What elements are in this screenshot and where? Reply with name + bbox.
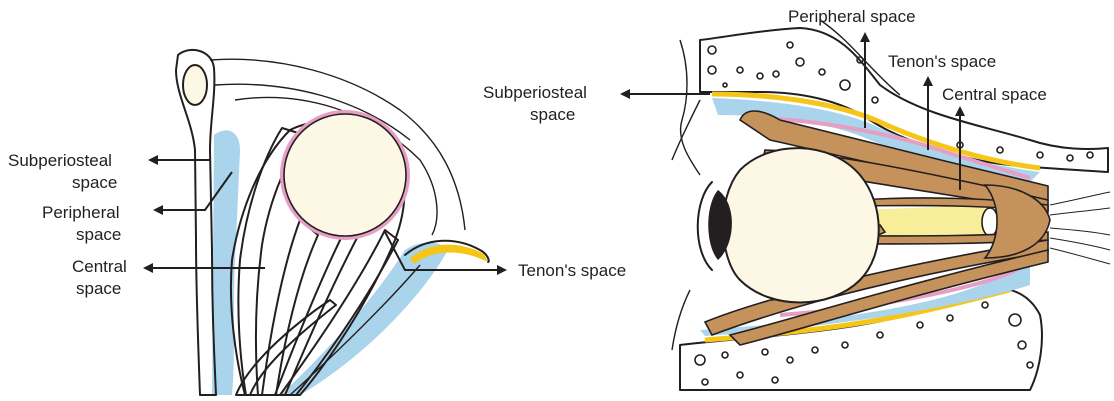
left-globe: [282, 112, 408, 238]
left-label-central: Central space: [72, 257, 265, 298]
right-globe: [723, 148, 879, 302]
left-label-subperiosteal-line1: Subperiosteal: [8, 151, 112, 170]
left-label-subperiosteal: Subperiosteal space: [8, 151, 210, 192]
left-label-peripheral-line2: space: [76, 225, 121, 244]
left-label-central-line1: Central: [72, 257, 127, 276]
left-label-subperiosteal-line2: space: [72, 173, 117, 192]
right-label-tenon-text: Tenon's space: [888, 52, 996, 71]
left-label-central-line2: space: [76, 279, 121, 298]
right-label-subperiosteal-line2: space: [530, 105, 575, 124]
left-orbit-illustration: [176, 50, 489, 395]
left-label-peripheral-line1: Peripheral: [42, 203, 120, 222]
right-label-central-text: Central space: [942, 85, 1047, 104]
right-orbit-illustration: [672, 20, 1110, 390]
right-label-subperiosteal-line1: Subperiosteal: [483, 83, 587, 102]
left-label-peripheral: Peripheral space: [42, 172, 232, 244]
left-label-tenon-text: Tenon's space: [518, 261, 626, 280]
right-label-subperiosteal: Subperiosteal space: [483, 83, 710, 124]
right-label-peripheral-text: Peripheral space: [788, 7, 916, 26]
